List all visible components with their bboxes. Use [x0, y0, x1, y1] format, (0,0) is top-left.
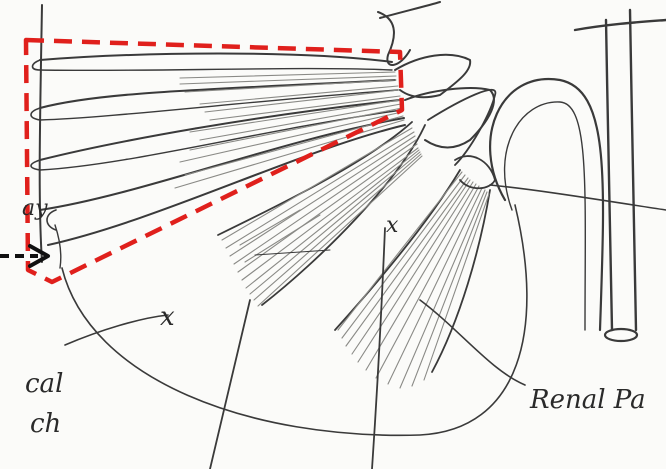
right-pyramid [335, 170, 490, 388]
upper-pyramid [31, 54, 405, 246]
label-renal: Renal Pa [529, 385, 646, 415]
label-ay: ay [22, 196, 48, 221]
minor-calyces [378, 2, 495, 188]
highlight-outline [26, 40, 402, 282]
x-mark-center: x [386, 213, 399, 238]
label-ch: ch [30, 409, 61, 439]
cal-pointer-line [65, 315, 168, 345]
left-margin-line [40, 5, 42, 262]
renal-pointer-line [420, 300, 525, 385]
x-mark-left: x [160, 302, 175, 332]
label-cal: cal [25, 369, 63, 399]
left-pointer-line [210, 300, 250, 469]
ureter [490, 10, 666, 341]
center-pointer-line [372, 228, 385, 469]
